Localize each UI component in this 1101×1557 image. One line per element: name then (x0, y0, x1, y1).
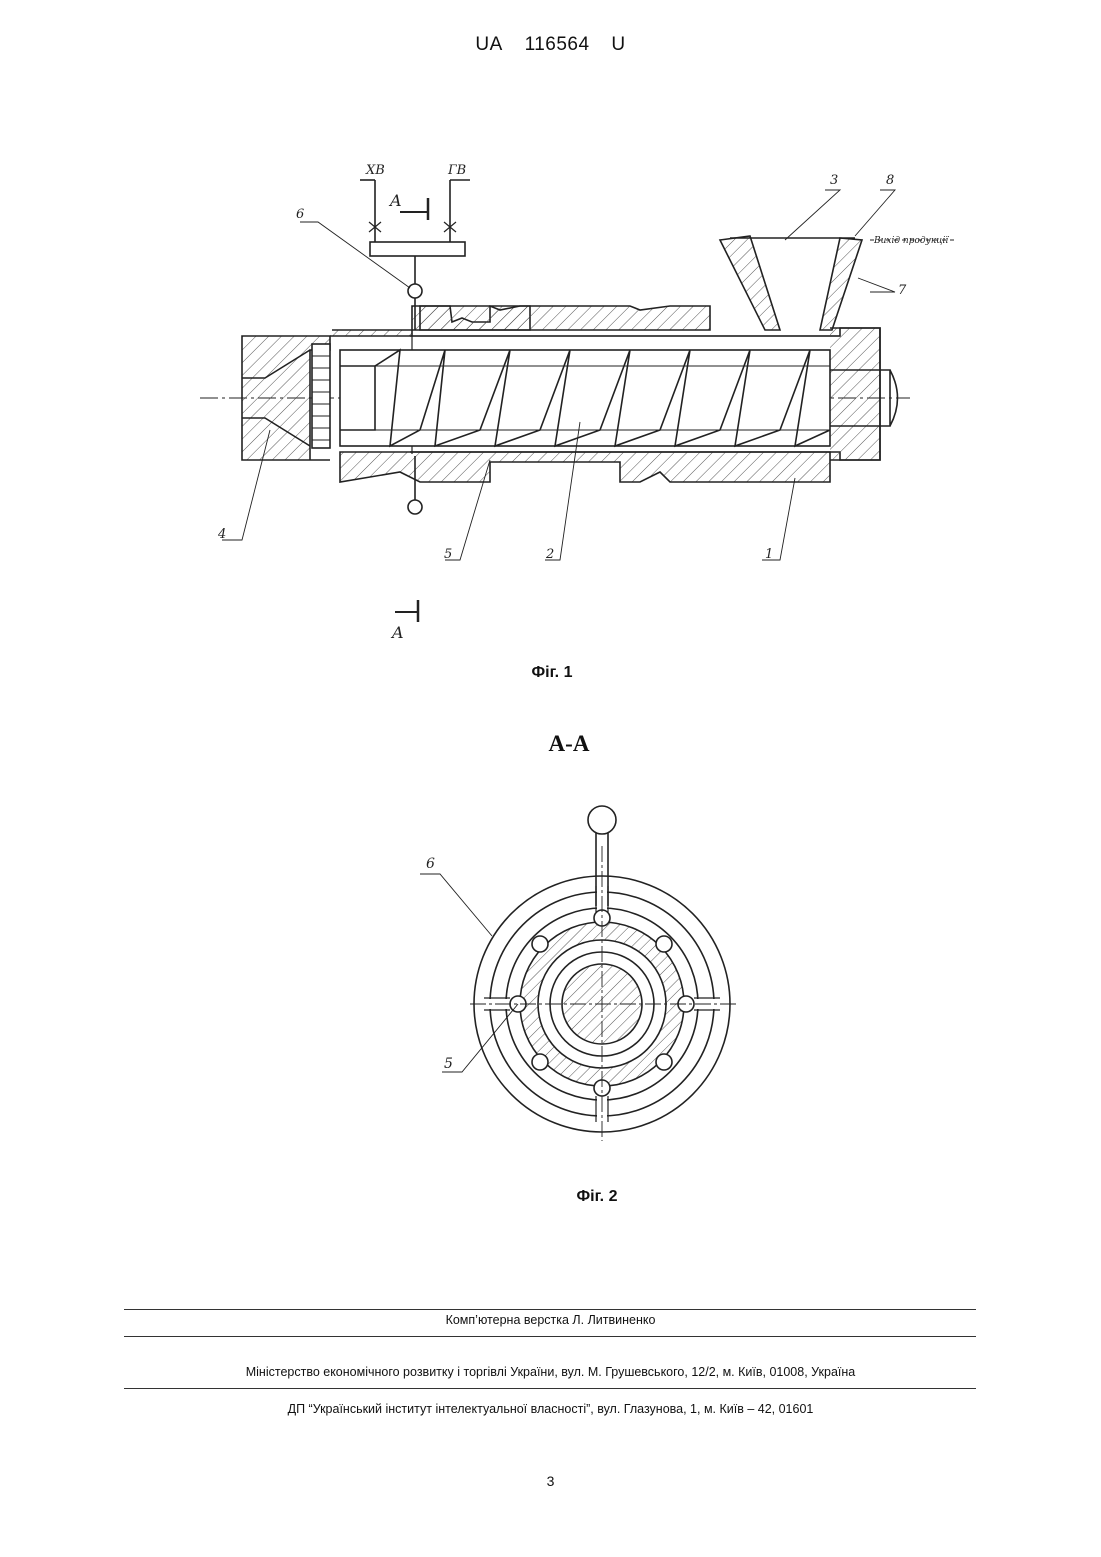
footer-rule-3 (124, 1388, 976, 1389)
footer-rule-2 (124, 1336, 976, 1337)
part-label-4: 4 (217, 527, 226, 542)
country-code: UA (475, 34, 502, 55)
fig2-part-label-6: 6 (426, 856, 435, 872)
footer-rule-1 (124, 1309, 976, 1310)
document-header: UA 116564 U (0, 34, 1101, 56)
part-label-7: 7 (898, 283, 907, 298)
part-label-8: 8 (886, 173, 894, 188)
figure-1-caption: Фіг. 1 (452, 664, 652, 682)
patent-number: 116564 (525, 34, 590, 55)
document-kind: U (611, 34, 625, 55)
section-mark-bottom: A (390, 623, 404, 642)
figure-2-section-title: А-А (469, 731, 669, 757)
footer-layout-credit: Комп’ютерна верстка Л. Литвиненко (0, 1313, 1101, 1327)
part-label-1: 1 (765, 547, 773, 562)
section-mark-top: A (388, 191, 402, 210)
part-label-2: 2 (545, 547, 554, 562)
pipe-label-hot: ГВ (447, 163, 466, 178)
figure-1-drawing: ХВ ГВ A A Вихід продукції 4 5 2 1 3 8 7 … (190, 160, 980, 650)
footer-institute: ДП “Український інститут інтелектуальної… (0, 1402, 1101, 1416)
outlet-label: Вихід продукції (873, 236, 949, 246)
footer-ministry: Міністерство економічного розвитку і тор… (0, 1365, 1101, 1379)
figure-2-caption: Фіг. 2 (497, 1188, 697, 1206)
fig2-part-label-5: 5 (444, 1056, 453, 1072)
page-number: 3 (0, 1473, 1101, 1489)
part-label-5: 5 (444, 547, 452, 562)
figure-2-drawing: 6 5 (420, 796, 750, 1146)
part-label-6: 6 (296, 207, 304, 222)
part-label-3: 3 (830, 173, 838, 188)
pipe-label-cold: ХВ (365, 163, 385, 178)
